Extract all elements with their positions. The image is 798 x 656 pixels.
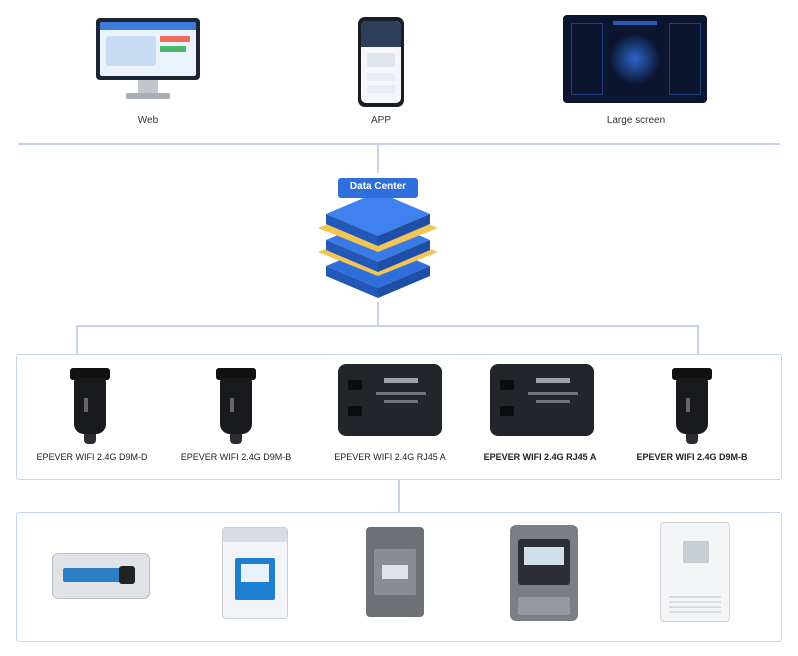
data-center-label: Data Center (349, 181, 407, 192)
module-label: EPEVER WIFI 2.4G RJ45 A (334, 452, 446, 462)
wifi-dongle-icon (70, 368, 110, 448)
solar-charge-controller-icon (222, 527, 288, 619)
pure-sine-inverter-icon (52, 553, 150, 599)
top-divider-line (18, 143, 780, 145)
wifi-dongle-icon (672, 368, 712, 448)
connector-to-datacenter (377, 145, 379, 173)
bus-drop-left (76, 325, 78, 355)
app-label: APP (370, 115, 391, 126)
app-phone-icon (358, 17, 404, 107)
wifi-dongle-icon (216, 368, 256, 448)
wifi-rj45-module-icon (490, 364, 594, 436)
module-label: EPEVER WIFI 2.4G D9M-B (180, 452, 292, 462)
large-screen-icon (563, 15, 707, 103)
bus-drop-right (697, 325, 699, 355)
large-screen-label: Large screen (606, 115, 666, 126)
inverter-charger-icon (660, 522, 730, 622)
module-label: EPEVER WIFI 2.4G D9M-B (636, 452, 748, 462)
web-label: Web (137, 115, 159, 126)
solar-charge-controller-icon (366, 527, 424, 617)
module-label: EPEVER WIFI 2.4G D9M-D (36, 452, 148, 462)
connector-to-devices (398, 480, 400, 512)
wifi-rj45-module-icon (338, 364, 442, 436)
connector-from-datacenter (377, 302, 379, 326)
modules-bus-line (76, 325, 698, 327)
mppt-controller-icon (510, 525, 578, 621)
module-label: EPEVER WIFI 2.4G RJ45 A (483, 452, 597, 462)
data-center-stack-icon (318, 170, 438, 302)
